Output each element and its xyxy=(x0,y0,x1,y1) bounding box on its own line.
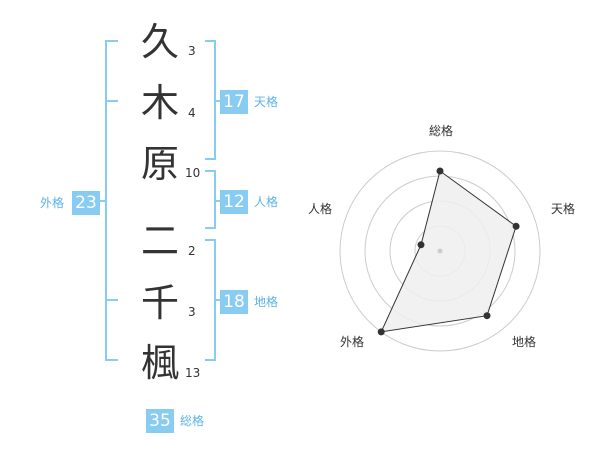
soukaku-badge: 35 xyxy=(146,409,174,433)
gaikaku-badge: 23 xyxy=(72,191,100,215)
chikaku-label: 地格 xyxy=(254,295,279,309)
radar-point-4 xyxy=(377,328,385,336)
radar-label-chikaku: 地格 xyxy=(511,335,536,349)
radar-point-2 xyxy=(512,222,520,230)
name-char-6: 楓 xyxy=(140,341,179,385)
chikaku-badge: 18 xyxy=(220,290,248,314)
radar-ring xyxy=(339,150,541,352)
name-char-2: 木 xyxy=(140,81,179,125)
radar-label-jinkaku: 人格 xyxy=(307,202,332,216)
radar-label-soukaku: 総格 xyxy=(428,124,453,138)
radar-point-5 xyxy=(417,241,425,249)
jinkaku-bracket xyxy=(205,170,216,229)
tenkaku-label: 天格 xyxy=(254,95,279,109)
radar-point-1 xyxy=(436,167,444,175)
name-char-4: 二 xyxy=(140,219,179,263)
radar-center-dot xyxy=(437,248,443,254)
stroke-count-5: 3 xyxy=(188,305,196,319)
jinkaku-label: 人格 xyxy=(254,195,279,209)
radar-label-tenkaku: 天格 xyxy=(550,202,575,216)
gaikaku-label: 外格 xyxy=(40,196,65,210)
name-char-1: 久 xyxy=(140,20,179,64)
name-char-3: 原 xyxy=(140,142,179,186)
name-char-5: 千 xyxy=(140,281,179,325)
radar-polygon xyxy=(380,170,517,333)
soukaku-label: 総格 xyxy=(180,414,205,428)
radar-label-gaikaku: 外格 xyxy=(339,335,364,349)
tenkaku-badge: 17 xyxy=(220,90,248,114)
stroke-count-2: 4 xyxy=(188,106,196,120)
jinkaku-badge: 12 xyxy=(220,190,248,214)
stroke-count-4: 2 xyxy=(188,244,196,258)
stroke-count-6: 13 xyxy=(185,366,201,380)
radar-point-3 xyxy=(483,312,491,320)
stroke-count-1: 3 xyxy=(188,44,196,58)
stroke-count-3: 10 xyxy=(185,166,201,180)
